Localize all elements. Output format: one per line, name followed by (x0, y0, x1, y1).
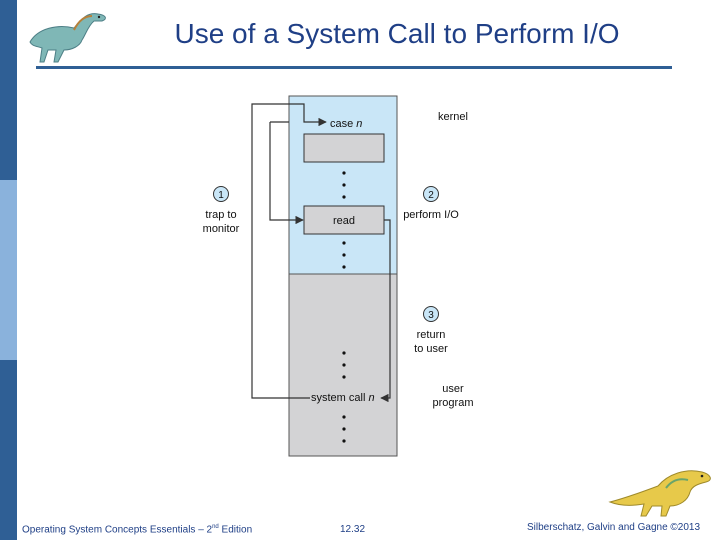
step-3-line2: to user (414, 343, 448, 355)
footer-copyright: Silberschatz, Galvin and Gagne ©2013 (527, 522, 701, 533)
sidebar-segment-top (0, 0, 17, 180)
step-1-number: 1 (218, 190, 224, 201)
dispatch-arrow (269, 122, 304, 225)
step-3-line1: return (417, 329, 446, 341)
read-label: read (333, 215, 355, 227)
user-ellipsis-lower (342, 415, 346, 443)
trap-arrow-head (289, 103, 327, 127)
kernel-ellipsis-lower (342, 241, 346, 269)
footer-page-number: 12.32 (340, 524, 366, 535)
kernel-label: kernel (438, 111, 468, 123)
slide-sidebar (0, 0, 17, 540)
step-2-line1: perform I/O (403, 209, 459, 221)
read-slot (303, 205, 385, 235)
sidebar-segment-middle (0, 180, 17, 360)
user-ellipsis-upper (342, 351, 346, 379)
step-2-number: 2 (428, 190, 434, 201)
system-call-n-label: system call n (311, 392, 375, 404)
step-1-line2: monitor (203, 223, 240, 235)
sidebar-segment-bottom (0, 360, 17, 540)
step-1-badge (213, 186, 229, 202)
dinosaur-footer-icon (608, 470, 711, 517)
kernel-slot (303, 133, 385, 163)
step-2-badge (423, 186, 439, 202)
step-1-line1: trap to (205, 209, 236, 221)
user-label-line1: user (442, 383, 464, 395)
footer-book-title: Operating System Concepts Essentials – 2… (22, 524, 253, 536)
slide-title: Use of a System Call to Perform I/O (174, 18, 620, 49)
kernel-ellipsis-upper (342, 171, 346, 199)
user-label-line2: program (433, 397, 474, 409)
trap-arrow (251, 103, 310, 399)
step-3-badge (423, 306, 439, 322)
title-underline (36, 66, 672, 69)
return-arrow (380, 219, 391, 403)
case-n-label: case n (330, 118, 362, 130)
step-3-number: 3 (428, 310, 434, 321)
dinosaur-logo-icon (29, 13, 106, 63)
